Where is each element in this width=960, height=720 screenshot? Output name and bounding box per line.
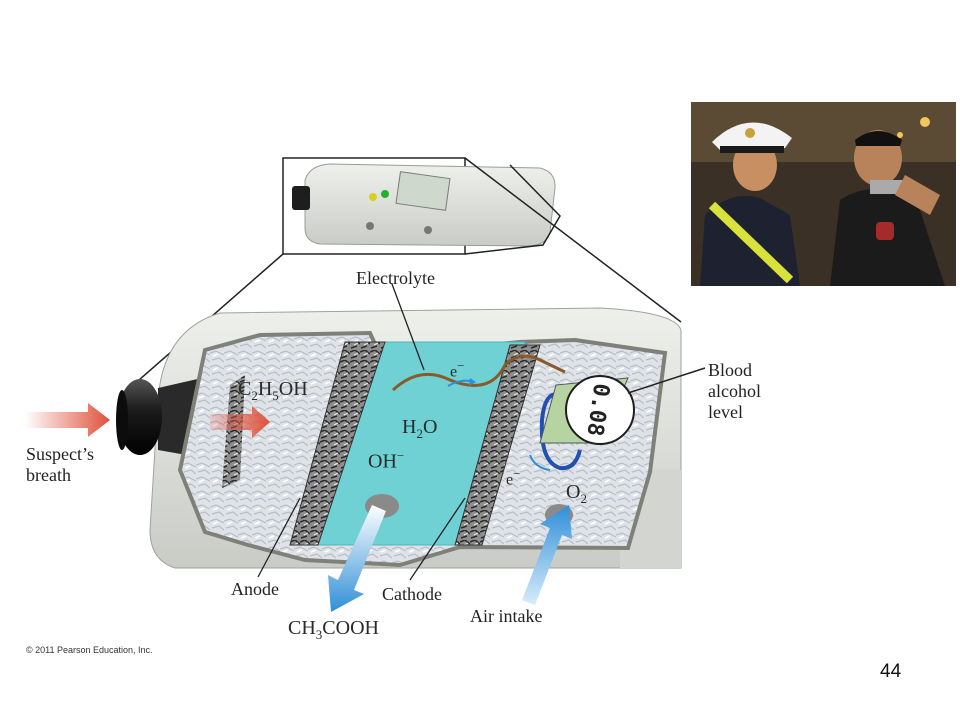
water-formula: H2O	[402, 416, 438, 441]
leader-lines	[257, 283, 466, 581]
flow-arrows	[25, 403, 572, 612]
breath-arrow-outside	[25, 403, 110, 437]
suspect-breath-label-line2: breath	[26, 465, 71, 485]
air-intake-arrow	[522, 505, 572, 605]
electron-bottom: e−	[506, 466, 521, 489]
air-intake-label: Air intake	[470, 606, 543, 626]
device-cutaway: 0.08	[116, 307, 706, 569]
cathode-label: Cathode	[382, 584, 442, 604]
blood-alcohol-label-line1: Blood	[708, 360, 753, 380]
oxygen-formula: O2	[566, 481, 587, 506]
anode-plate	[289, 341, 386, 546]
breath-arrow-inside	[210, 406, 270, 438]
page-number: 44	[880, 661, 902, 682]
device-overview	[282, 157, 561, 255]
cathode-plate	[454, 344, 541, 546]
ethanol-formula: C2H5OH	[238, 378, 308, 403]
zoom-line-right	[464, 164, 561, 255]
exhaust-arrow	[328, 505, 386, 612]
display-magnifier	[565, 375, 635, 445]
hydroxide-formula: OH−	[368, 448, 405, 473]
police-photo	[691, 102, 956, 286]
electrolyte-label: Electrolyte	[356, 268, 435, 288]
copyright-notice: © 2011 Pearson Education, Inc.	[26, 645, 153, 655]
suspect-breath-label-line1: Suspect’s	[26, 444, 95, 464]
electron-top: e−	[450, 358, 465, 381]
blood-alcohol-label-line2: alcohol	[708, 381, 761, 401]
blood-alcohol-label-line3: level	[708, 402, 743, 422]
anode-label: Anode	[231, 579, 279, 599]
acetic-acid-formula: CH3COOH	[288, 617, 379, 642]
